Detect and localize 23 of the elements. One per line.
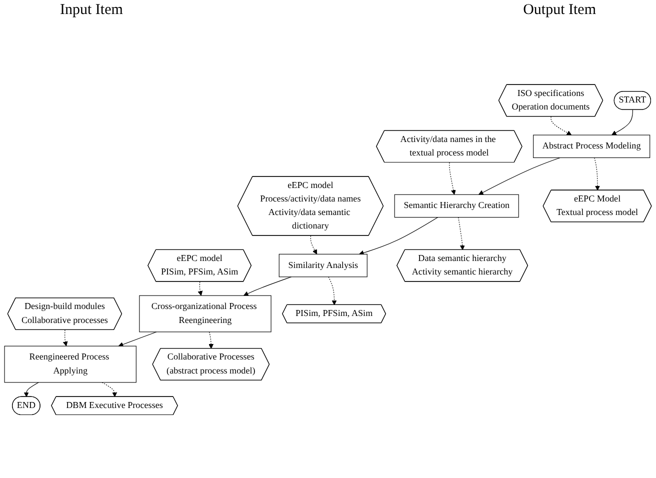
arrow	[359, 217, 438, 256]
arrow	[208, 332, 214, 350]
node-box: Cross-organizational Process Reengineering	[139, 296, 272, 333]
arrow	[449, 162, 456, 196]
node-box: Abstract Process Modeling	[533, 135, 650, 158]
arrow	[328, 276, 337, 306]
arrow	[24, 382, 39, 398]
column-heading: Input Item	[60, 2, 123, 20]
column-heading: Output Item	[523, 2, 596, 20]
arrow	[102, 382, 118, 398]
arrow	[118, 332, 157, 348]
node-box: Semantic Hierarchy Creation	[394, 194, 519, 218]
arrow	[594, 158, 600, 191]
node-box: Similarity Analysis	[278, 254, 368, 278]
arrow	[62, 330, 68, 347]
arrow	[243, 276, 292, 296]
arrow	[458, 217, 465, 250]
arrow	[550, 116, 572, 136]
arrow	[198, 282, 203, 296]
arrow	[612, 110, 633, 136]
arrow	[310, 236, 318, 255]
node-box: Reengineered Process Applying	[4, 346, 136, 384]
arrow	[478, 158, 560, 196]
